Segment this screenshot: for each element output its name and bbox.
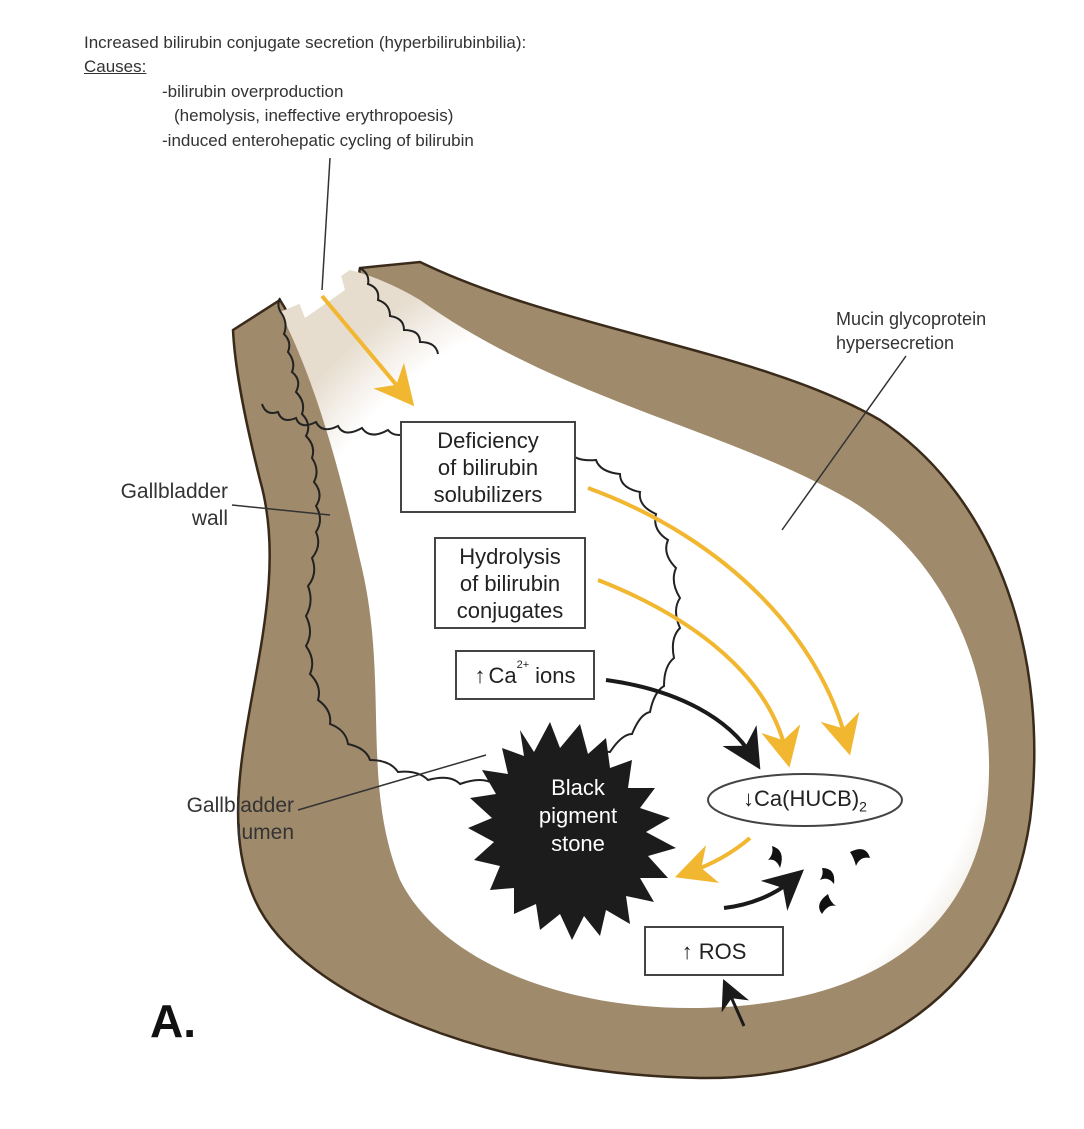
hydrolysis-line1: Hydrolysis — [459, 543, 561, 569]
calcium-box: ↑ Ca 2+ ions — [455, 650, 595, 700]
lumen-label: Gallbladder lumen — [164, 792, 294, 846]
black-arrow-fragments — [723, 869, 805, 911]
mucin-label-line2: hypersecretion — [836, 333, 955, 353]
lumen-pointer-line — [297, 754, 487, 811]
cause-1: -bilirubin overproduction — [162, 82, 344, 101]
wall-pointer-line — [231, 504, 331, 516]
panel-letter: A. — [150, 995, 196, 1047]
duct-right-wavy-edge — [359, 267, 439, 355]
black-arrow-ros-up — [721, 979, 750, 1027]
causes-label: Causes: — [84, 57, 147, 76]
hydrolysis-line2: of bilirubin — [459, 570, 561, 596]
header-title: Increased bilirubin conjugate secretion … — [84, 33, 527, 52]
stone-label-line3: stone — [551, 831, 605, 856]
deficiency-box: Deficiency of bilirubin solubilizers — [400, 421, 576, 513]
wall-label-line2: wall — [191, 507, 228, 530]
fragment-4 — [819, 894, 836, 914]
deficiency-line2: of bilirubin — [437, 454, 539, 480]
yellow-arrow-duct — [320, 294, 415, 407]
calcium-superscript: 2+ — [516, 659, 530, 671]
ca-hucb-down-arrow: ↓ — [743, 786, 755, 811]
ros-text: ↑ ROS — [681, 938, 747, 964]
duct-opening — [298, 272, 345, 318]
cause-2: -induced enterohepatic cycling of biliru… — [162, 131, 474, 150]
mucin-pointer-line — [781, 355, 907, 531]
ca-hucb-label: ↓Ca(HUCB)2 — [708, 786, 902, 814]
header-pointer-line — [321, 157, 331, 291]
deficiency-line1: Deficiency — [437, 427, 539, 453]
calcium-base: Ca — [488, 662, 517, 688]
yellow-arrow-deficiency — [587, 486, 860, 756]
stone-label-line2: pigment — [538, 803, 618, 828]
black-pigment-stone-shape — [468, 722, 676, 940]
calcium-suffix: ions — [535, 662, 576, 688]
calcium-up-arrow: ↑ — [474, 662, 486, 688]
stone-label-line1: Black — [551, 775, 605, 800]
yellow-arrow-to-stone — [674, 836, 752, 883]
hydrolysis-line3: conjugates — [456, 597, 564, 623]
ros-box: ↑ ROS — [644, 926, 784, 976]
cause-1-detail: (hemolysis, ineffective erythropoesis) — [174, 106, 454, 125]
wall-label-line1: Gallbladder — [120, 480, 228, 503]
lumen-label-line2: lumen — [236, 821, 294, 844]
lumen-label-line1: Gallbladder — [186, 794, 294, 817]
hydrolysis-box: Hydrolysis of bilirubin conjugates — [434, 537, 586, 629]
stone-label: Black pigment stone — [516, 774, 640, 858]
fragment-3 — [820, 868, 835, 884]
mucin-label-line1: Mucin glycoprotein — [836, 309, 987, 329]
mucin-label: Mucin glycoprotein hypersecretion — [836, 307, 986, 355]
fragment-1 — [768, 846, 782, 868]
yellow-arrow-hydrolysis — [597, 578, 801, 768]
wall-label: Gallbladder wall — [98, 478, 228, 532]
ca-hucb-subscript: 2 — [859, 798, 867, 815]
deficiency-line3: solubilizers — [433, 481, 543, 507]
ca-hucb-ellipse-shape — [707, 773, 903, 827]
duct-left-edge — [277, 297, 283, 315]
ca-hucb-text: Ca(HUCB) — [754, 786, 860, 811]
fragment-2 — [850, 849, 870, 866]
black-arrow-calcium — [605, 678, 761, 770]
